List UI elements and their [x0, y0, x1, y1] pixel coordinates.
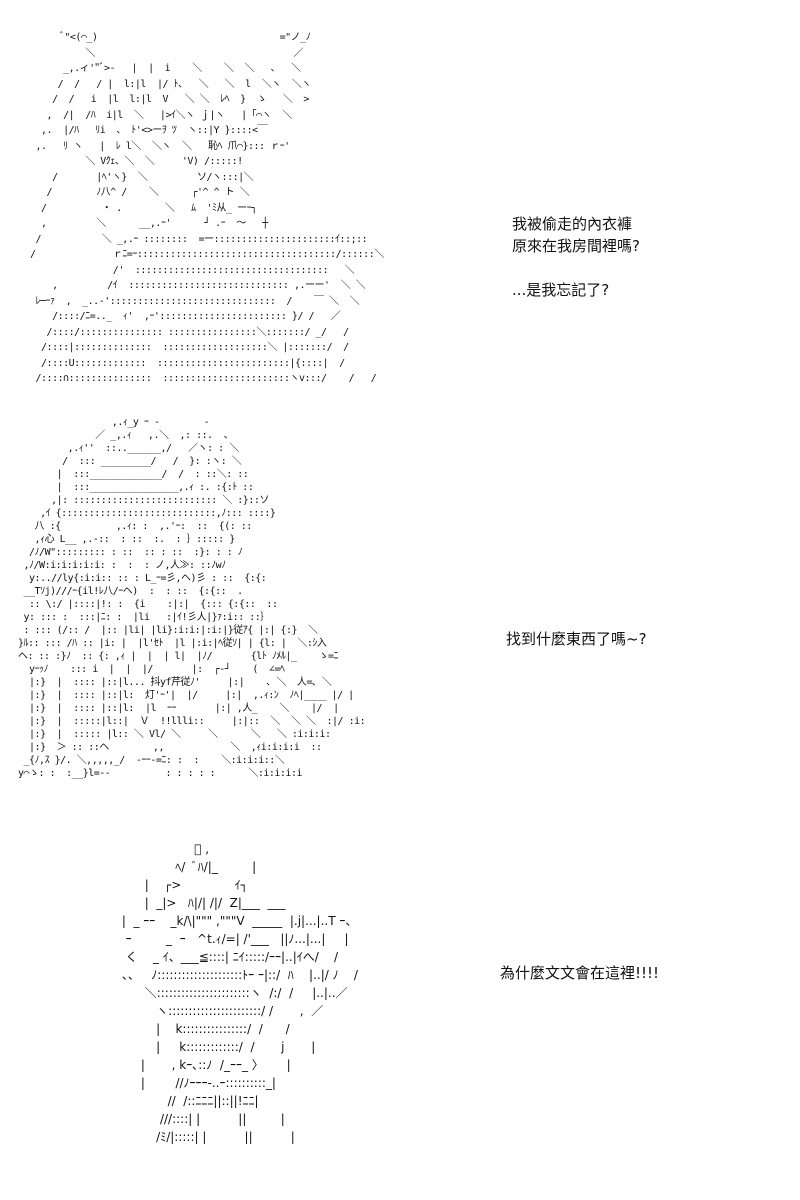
ascii-art-figure: ﾞ"<(⌒_) ="ノ_ﾉ ＼ ／ _,.ィ'"ﾞ>- | | i ＼ ＼ ＼ …: [30, 32, 384, 384]
dialogue-line: 原來在我房間裡嗎?: [512, 237, 640, 255]
panel-2: ,.ｨ_y ｰ - - ／ _,.ｨ ,.＼ ,: ::. 、 ,.ｨ'' ::…: [0, 390, 800, 800]
dialogue-line: 我被偷走的內衣褲: [512, 215, 633, 233]
dialogue-line: [512, 257, 640, 279]
dialogue-line: 為什麼文文會在這裡!!!!: [500, 964, 660, 982]
dialogue-line: ...是我忘記了?: [512, 281, 610, 299]
panel-3: ﾞ , ﾍ/ ﾞﾊ/|_ | | ┌> ｲ┐ | _|> ﾊ|/| /|/ Z|…: [0, 800, 800, 1200]
dialogue-text: 找到什麼東西了嗎~?: [506, 628, 647, 650]
panel-1: ﾞ"<(⌒_) ="ノ_ﾉ ＼ ／ _,.ィ'"ﾞ>- | | i ＼ ＼ ＼ …: [0, 0, 800, 390]
ascii-art-figure: ﾞ , ﾍ/ ﾞﾊ/|_ | | ┌> ｲ┐ | _|> ﾊ|/| /|/ Z|…: [121, 842, 358, 1144]
dialogue-text: 我被偷走的內衣褲 原來在我房間裡嗎? ...是我忘記了?: [512, 213, 640, 301]
dialogue-line: 找到什麼東西了嗎~?: [506, 630, 647, 648]
ascii-art-figure: ,.ｨ_y ｰ - - ／ _,.ｨ ,.＼ ,: ::. 、 ,.ｨ'' ::…: [18, 417, 366, 779]
dialogue-text: 為什麼文文會在這裡!!!!: [500, 962, 659, 984]
